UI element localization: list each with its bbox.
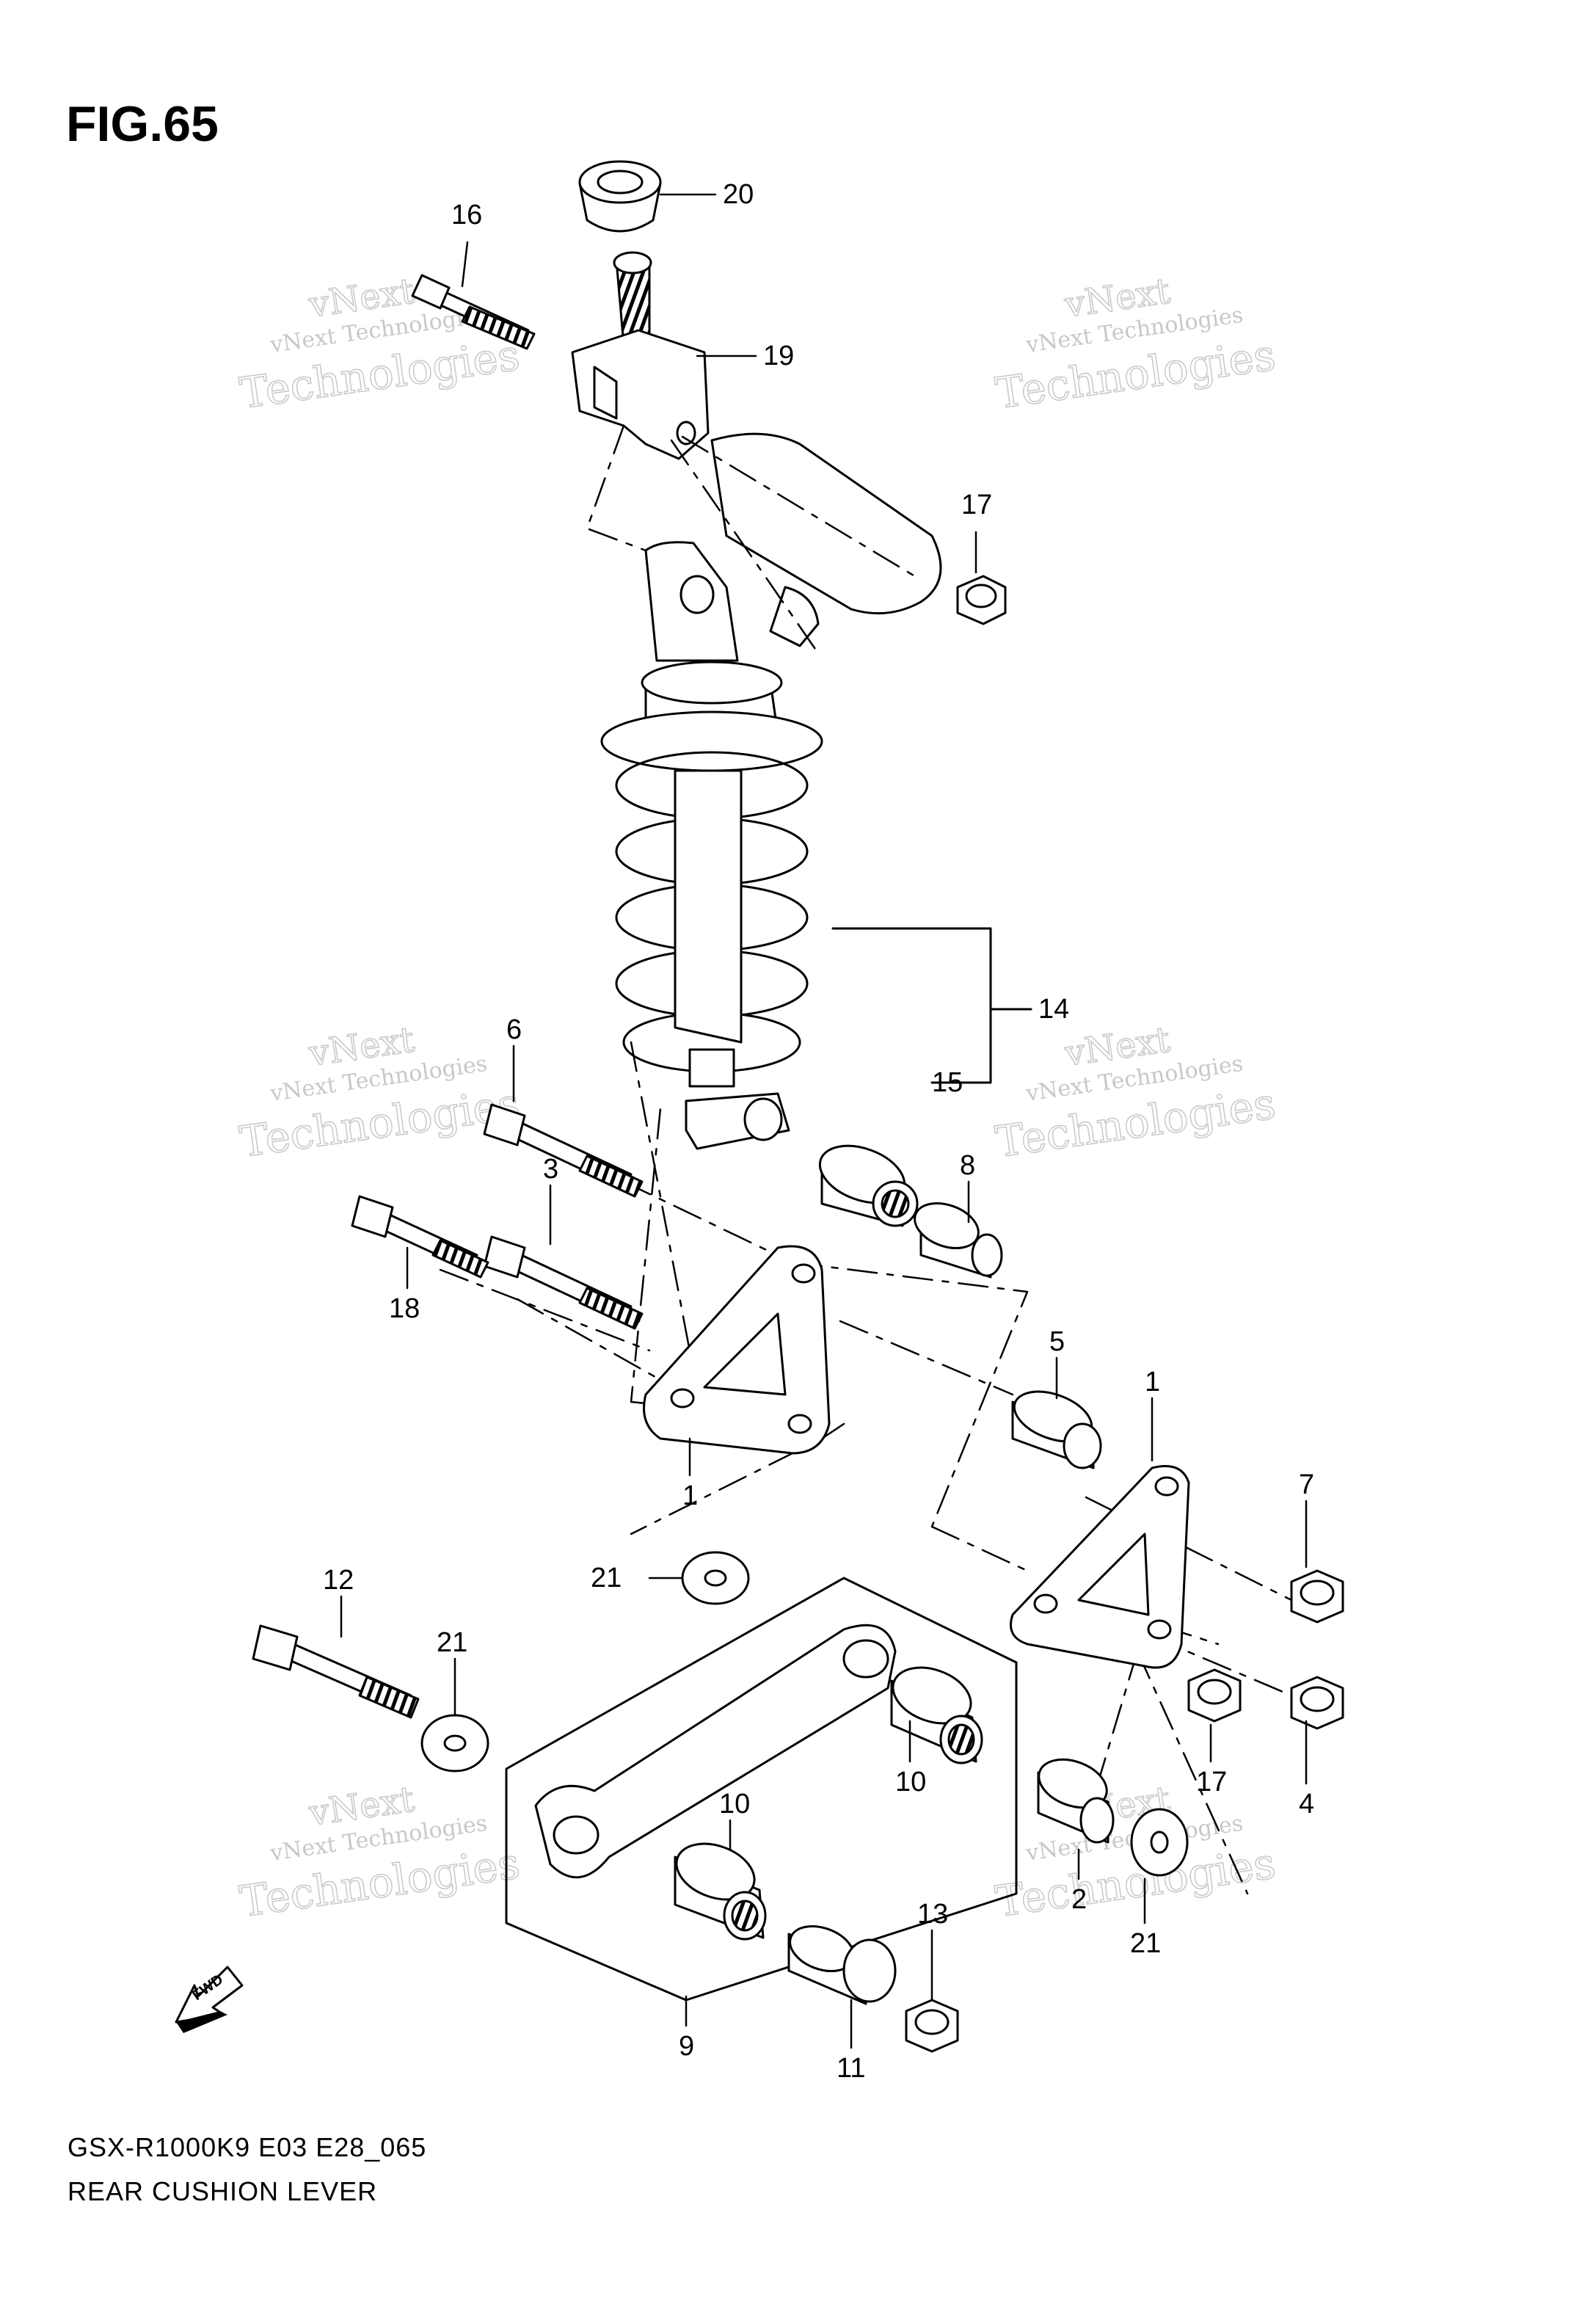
part-7-nut — [1290, 1569, 1344, 1624]
part-2-spacer — [1037, 1758, 1115, 1844]
watermark: vNext Technologies vNext Technologies — [992, 270, 1279, 419]
callout-21: 21 — [437, 1627, 467, 1658]
callout-17: 17 — [1196, 1767, 1227, 1797]
part-1-plate-left — [643, 1245, 831, 1455]
part-3-bolt — [483, 1235, 644, 1330]
part-12-bolt — [252, 1624, 420, 1719]
callout-4: 4 — [1299, 1789, 1314, 1820]
part-17-nut-lower — [1187, 1668, 1242, 1723]
diagram-code: GSX-R1000K9 E03 E28_065 — [68, 2132, 427, 2162]
fwd-arrow-icon: FWD — [175, 1966, 244, 2033]
part-21-washer-upper — [681, 1551, 750, 1605]
callout-20: 20 — [723, 179, 754, 210]
part-6-bolt — [483, 1103, 644, 1198]
part-21-washer-right — [1130, 1808, 1189, 1877]
part-19-clevis — [571, 251, 710, 460]
part-1-plate-right — [1010, 1465, 1190, 1669]
callout-10: 10 — [895, 1767, 926, 1797]
leader-lines — [340, 193, 1308, 2049]
figure-title: FIG.65 — [66, 96, 219, 152]
callout-17: 17 — [961, 490, 992, 520]
part-13-nut — [905, 1999, 959, 2053]
callout-1: 1 — [1145, 1367, 1160, 1397]
callout-3: 3 — [543, 1154, 558, 1185]
callout-11: 11 — [837, 2053, 865, 2084]
callout-15: 15 — [932, 1067, 963, 1098]
callout-labels: 20 16 19 17 14 15 6 8 3 18 5 1 1 7 12 21… — [323, 179, 1314, 2084]
callout-13: 13 — [917, 1899, 948, 1930]
watermark: vNext Technologies vNext Technologies — [236, 1019, 523, 1168]
diagram-name: REAR CUSHION LEVER — [68, 2176, 378, 2206]
part-16-bolt — [411, 274, 536, 350]
part-18-bolt — [351, 1195, 489, 1279]
part-10-bearing-right — [890, 1666, 983, 1764]
callout-12: 12 — [323, 1565, 354, 1596]
callout-21: 21 — [1130, 1928, 1161, 1959]
callout-9: 9 — [679, 2031, 694, 2062]
watermark: vNext Technologies vNext Technologies — [236, 270, 523, 419]
callout-10: 10 — [719, 1789, 750, 1820]
callout-6: 6 — [506, 1014, 522, 1045]
part-10-bearing-left — [674, 1842, 767, 1941]
watermark: vNext Technologies vNext Technologies — [992, 1778, 1279, 1927]
callout-18: 18 — [389, 1293, 420, 1324]
watermark: vNext Technologies vNext Technologies — [236, 1778, 523, 1927]
part-4-nut — [1290, 1676, 1344, 1730]
callout-21: 21 — [591, 1563, 622, 1593]
part-9-lever-box — [505, 1577, 1018, 2002]
part-5-spacer — [1011, 1390, 1102, 1469]
part-20-cap — [578, 160, 662, 233]
callout-2: 2 — [1071, 1884, 1087, 1915]
watermark: vNext Technologies vNext Technologies — [992, 1019, 1279, 1168]
part-17-nut-top — [956, 575, 1007, 625]
callout-1: 1 — [682, 1480, 698, 1511]
part-9-cushion-lever — [534, 1624, 897, 1879]
callout-14: 14 — [1038, 994, 1069, 1025]
part-11-collar — [787, 1925, 897, 2005]
part-8-spacer — [914, 1202, 1003, 1279]
callout-5: 5 — [1049, 1326, 1065, 1357]
part-15-bearing — [818, 1144, 919, 1227]
callout-7: 7 — [1299, 1469, 1314, 1500]
callout-19: 19 — [763, 341, 794, 371]
callout-16: 16 — [451, 200, 482, 230]
callout-8: 8 — [960, 1150, 975, 1181]
part-21-washer-left — [420, 1714, 489, 1773]
part-14-shock-absorber — [600, 541, 1032, 1150]
